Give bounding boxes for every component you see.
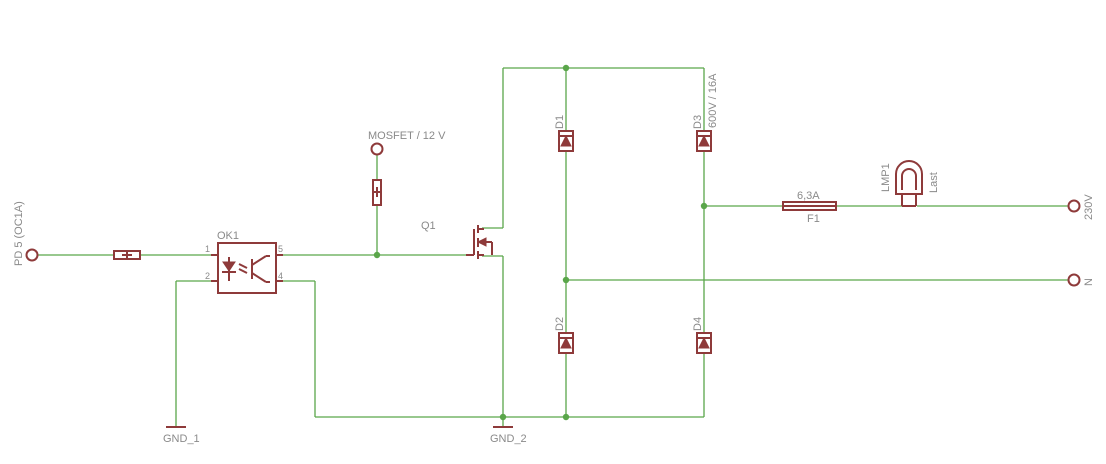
label-f1: F1	[807, 213, 820, 225]
label-gnd2: GND_2	[490, 433, 527, 445]
junction-gate	[373, 251, 381, 259]
junction-d3-fuse	[700, 202, 708, 210]
label-gnd1: GND_1	[163, 433, 200, 445]
label-pin5: 5	[278, 244, 283, 254]
junction-gnd2	[499, 413, 507, 421]
optocoupler-ok1	[211, 242, 283, 294]
label-q1: Q1	[421, 220, 436, 232]
diode-d1	[558, 130, 574, 152]
label-d2: D2	[554, 317, 566, 331]
label-d1: D1	[554, 115, 566, 129]
resistor-input	[113, 250, 141, 260]
label-d4: D4	[692, 317, 704, 331]
junction-bottom-d2	[562, 413, 570, 421]
fuse-f1	[782, 201, 837, 211]
terminal-mosfet-supply	[370, 142, 384, 156]
label-230v: 230V	[1083, 194, 1095, 220]
label-pd5: PD 5 (OC1A)	[13, 201, 25, 266]
junction-top-d1	[562, 64, 570, 72]
label-pin2: 2	[205, 271, 210, 281]
mosfet-q1	[466, 225, 493, 259]
terminal-230v	[1067, 199, 1081, 213]
diode-d4	[696, 332, 712, 354]
terminal-pd5	[25, 248, 39, 262]
label-ok1: OK1	[217, 230, 239, 242]
label-n: N	[1083, 278, 1095, 286]
label-fuse-value: 6,3A	[797, 190, 820, 202]
label-diode-rating: 600V / 16A	[707, 73, 719, 128]
label-last: Last	[928, 172, 940, 193]
diode-d3	[696, 130, 712, 152]
label-mosfet-supply: MOSFET / 12 V	[368, 130, 446, 142]
wires	[38, 67, 1069, 427]
junction-mid-n	[562, 276, 570, 284]
label-lmp1: LMP1	[880, 163, 892, 192]
label-d3: D3	[692, 115, 704, 129]
label-pin4: 4	[278, 271, 283, 281]
terminal-n	[1067, 273, 1081, 287]
lamp-lmp1	[895, 160, 923, 207]
junctions	[373, 64, 708, 421]
diode-d2	[558, 332, 574, 354]
label-pin1: 1	[205, 244, 210, 254]
resistor-gate	[372, 179, 382, 206]
